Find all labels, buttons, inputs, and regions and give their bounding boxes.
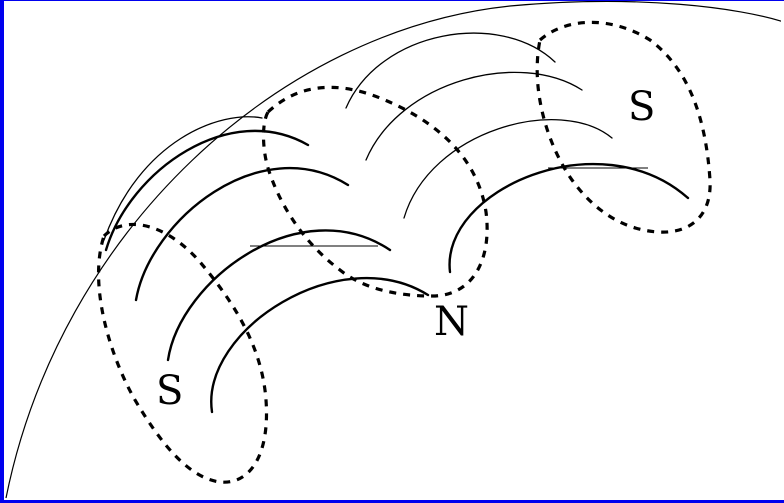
loop-left-4 — [210, 276, 430, 414]
south-region-right — [535, 20, 712, 234]
label-south-right: S — [628, 84, 655, 130]
south-region-left — [97, 222, 269, 484]
loop-right-4 — [448, 162, 690, 274]
loop-left-2 — [134, 166, 350, 302]
label-south-left: S — [156, 368, 183, 414]
loop-right-3 — [403, 119, 613, 219]
loop-right-2 — [365, 71, 583, 161]
loop-left-1 — [104, 129, 310, 252]
magnetic-loops-diagram: S N S — [5, 1, 781, 499]
loop-left-3 — [166, 229, 392, 362]
label-north: N — [434, 299, 469, 345]
solar-limb — [5, 1, 781, 499]
loop-left-outer — [103, 116, 263, 241]
north-region — [261, 85, 489, 298]
loop-right-1 — [345, 32, 556, 109]
